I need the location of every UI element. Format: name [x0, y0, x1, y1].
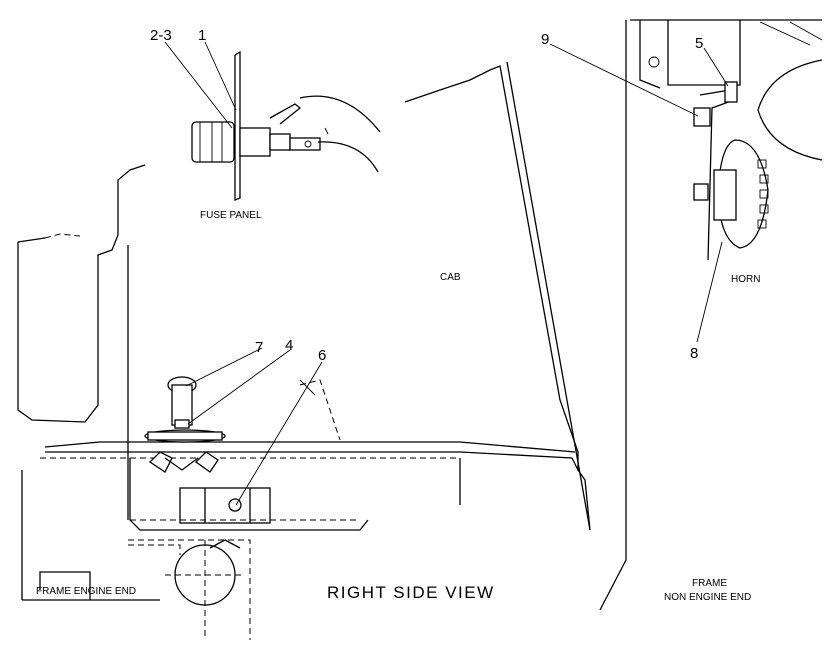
floor-plate: [40, 379, 579, 531]
switch-terminal-left: [148, 451, 173, 473]
disconnect-switch: [144, 376, 271, 524]
callout-4: 4: [285, 337, 293, 354]
callout-2-3: 2-3: [150, 27, 172, 44]
horn-assembly: [693, 81, 769, 261]
callout-5: 5: [695, 35, 703, 52]
fuse-panel-label: FUSE PANEL: [200, 210, 262, 221]
non-engine-end-label: NON ENGINE END: [664, 592, 751, 603]
right-frame-structure: [599, 19, 823, 611]
callout-9: 9: [541, 31, 549, 48]
callout-8: 8: [690, 345, 698, 362]
bolt-5: [724, 81, 738, 103]
lower-frame: [22, 539, 251, 640]
callout-6: 6: [318, 347, 326, 364]
fuse-panel-detail: [191, 50, 381, 201]
horn-label: HORN: [731, 274, 760, 285]
frame-engine-end-label: FRAME ENGINE END: [36, 586, 136, 597]
bolt-6: [228, 498, 242, 512]
bolt-9: [693, 107, 711, 127]
callout-7: 7: [255, 339, 263, 356]
frame-label: FRAME: [692, 578, 727, 589]
cab-outline: [404, 61, 591, 531]
callout-1: 1: [198, 27, 206, 44]
cab-label: CAB: [440, 272, 461, 283]
view-title: RIGHT SIDE VIEW: [327, 583, 495, 602]
switch-terminal-right: [194, 451, 219, 473]
left-frame-structure: [17, 164, 146, 600]
leader-lines: [164, 41, 729, 506]
